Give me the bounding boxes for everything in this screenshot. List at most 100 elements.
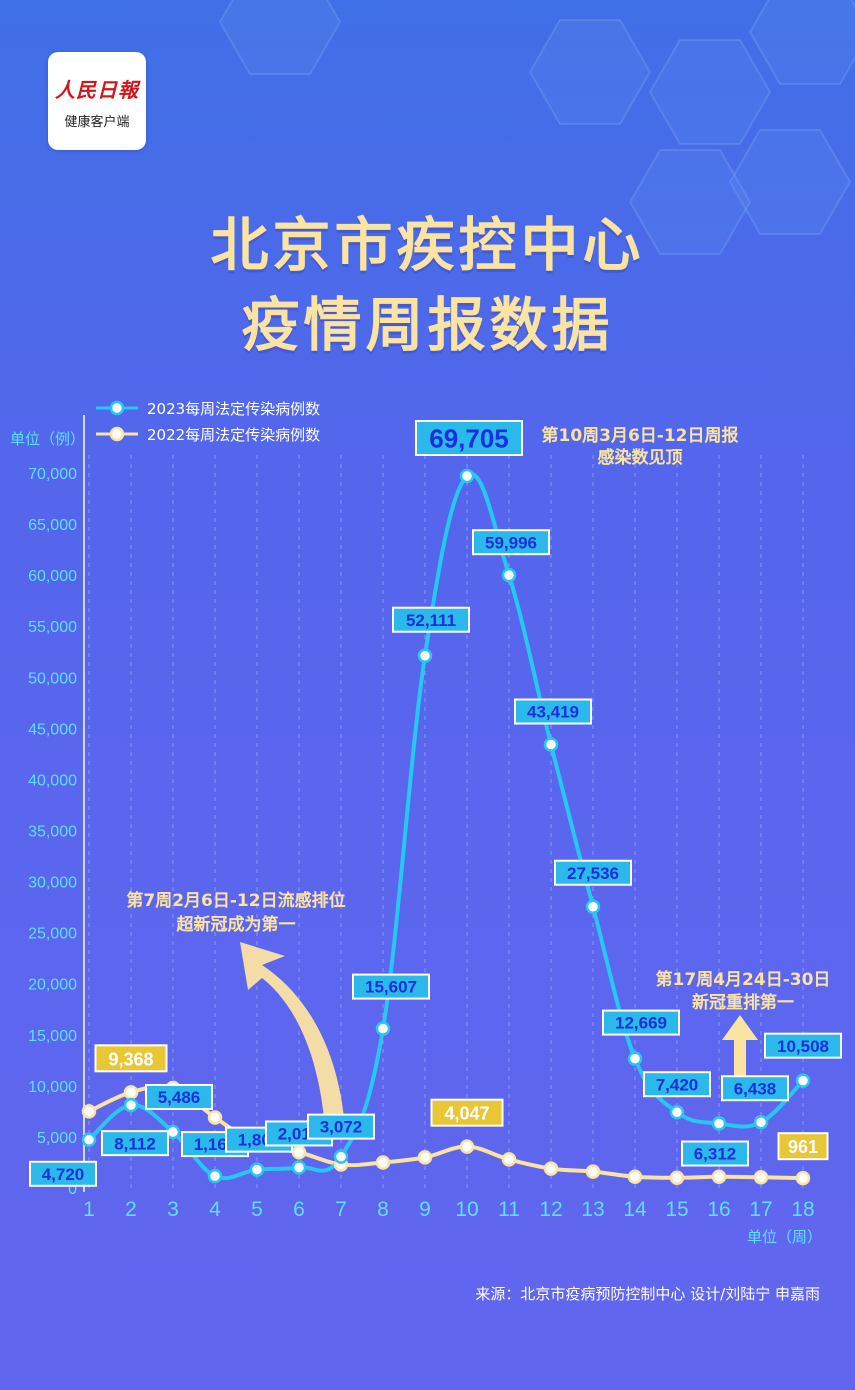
y-tick-label: 65,000	[28, 517, 77, 534]
series-2022-point	[417, 1150, 433, 1165]
series-2023-point	[501, 567, 517, 583]
series-2023-point	[123, 1097, 139, 1113]
x-tick-label-week-15: 15	[665, 1198, 688, 1221]
series-2023-data-label: 10,508	[777, 1037, 829, 1056]
series-2023-label-box	[514, 698, 592, 725]
legend-2022-marker	[109, 426, 125, 442]
series-2023-label-box	[472, 529, 550, 556]
series-2022-label-box	[94, 1044, 168, 1073]
x-tick-label-week-1: 1	[83, 1198, 95, 1221]
chart-annotation: 新冠重排第一	[692, 992, 794, 1013]
y-tick-label: 0	[68, 1181, 77, 1198]
series-2023-data-label: 27,536	[567, 864, 619, 883]
series-2023-data-label: 7,420	[656, 1075, 699, 1094]
series-2023-label-box	[392, 606, 470, 633]
y-tick-label: 60,000	[28, 568, 77, 585]
y-tick-label: 55,000	[28, 619, 77, 636]
x-axis-unit-label: 单位（周）	[747, 1228, 822, 1246]
source-credit: 来源：北京市疫病预防控制中心 设计/刘陆宁 申嘉雨	[475, 1285, 820, 1303]
series-2023-point	[543, 737, 559, 752]
legend-2023-label: 2023每周法定传染病例数	[147, 400, 320, 418]
arrow-week7-annotation	[240, 942, 345, 1128]
page-title-line2: 疫情周报数据	[241, 291, 614, 359]
series-2022-point	[585, 1164, 601, 1179]
y-tick-label: 45,000	[28, 721, 77, 738]
series-2023-data-label: 12,669	[615, 1014, 667, 1033]
logo-brand-text: 人民日報	[55, 78, 139, 102]
series-2022-point	[543, 1161, 559, 1176]
series-2023-point	[333, 1149, 349, 1164]
x-tick-label-week-7: 7	[335, 1198, 347, 1221]
series-2023-label-box	[681, 1140, 749, 1167]
chart-annotation: 第7周2月6日-12日流感排位	[126, 890, 345, 911]
series-2023-label-box	[145, 1083, 213, 1110]
series-2023-data-label: 6,312	[694, 1145, 737, 1164]
series-2023-label-box	[602, 1009, 680, 1036]
series-2023-label-box	[764, 1032, 842, 1059]
series-2022-data-label: 4,047	[444, 1104, 489, 1124]
series-2023-point	[291, 1160, 307, 1175]
weekly-cases-line-chart: 05,00010,00015,00020,00025,00030,00035,0…	[10, 400, 842, 1246]
series-2023-point	[459, 468, 475, 484]
series-2023-label-box	[643, 1071, 711, 1098]
series-2022-point	[459, 1139, 475, 1154]
logo-sub-text: 健康客户端	[64, 115, 130, 130]
chart-annotation: 超新冠成为第一	[177, 914, 296, 935]
series-2023-point	[207, 1168, 223, 1184]
series-2022-point	[795, 1170, 811, 1186]
x-tick-label-week-6: 6	[293, 1198, 305, 1221]
series-2023-point	[249, 1162, 265, 1177]
x-tick-label-week-17: 17	[749, 1198, 772, 1221]
people-daily-health-logo: 人民日報 健康客户端	[48, 52, 146, 150]
x-tick-label-week-13: 13	[581, 1198, 604, 1221]
series-2022-point	[123, 1085, 139, 1100]
series-2022-point	[207, 1110, 223, 1125]
x-tick-label-week-11: 11	[498, 1198, 520, 1221]
series-2023-point	[375, 1021, 391, 1036]
y-tick-label: 35,000	[28, 824, 77, 841]
x-tick-label-week-14: 14	[623, 1198, 647, 1221]
chart-annotation: 感染数见顶	[598, 447, 683, 468]
series-2022-point	[711, 1169, 727, 1185]
y-tick-label: 70,000	[28, 466, 77, 483]
legend-2022-label: 2022每周法定传染病例数	[147, 426, 320, 444]
y-tick-label: 15,000	[28, 1028, 77, 1045]
series-2023-data-label: 69,705	[429, 423, 509, 453]
series-2023-data-label: 8,112	[114, 1134, 156, 1153]
y-tick-label: 5,000	[37, 1130, 77, 1147]
x-tick-label-week-4: 4	[209, 1198, 221, 1221]
series-2023-point	[753, 1114, 769, 1130]
series-2022-point	[753, 1170, 769, 1185]
y-tick-label: 10,000	[28, 1079, 77, 1096]
series-2023-data-label: 6,438	[734, 1079, 777, 1098]
x-tick-label-week-5: 5	[251, 1198, 263, 1221]
series-2023-point	[627, 1051, 643, 1066]
series-2023-point	[585, 899, 601, 914]
y-tick-label: 25,000	[28, 926, 77, 943]
x-tick-label-week-12: 12	[539, 1198, 562, 1221]
series-2023-label-box	[554, 859, 632, 886]
x-tick-label-week-10: 10	[455, 1198, 478, 1221]
series-2023-data-label: 43,419	[527, 703, 579, 722]
series-2023-point	[417, 648, 433, 663]
y-axis-unit-label: 单位（例）	[10, 430, 85, 448]
series-2022-data-label: 9,368	[108, 1049, 153, 1069]
series-2023-label-box	[307, 1113, 375, 1140]
arrow-week17-annotation	[722, 1015, 758, 1085]
series-2023-point	[81, 1132, 97, 1148]
series-2023-label-box	[721, 1075, 789, 1102]
series-2023-point	[669, 1104, 685, 1120]
chart-annotation: 第17周4月24日-30日	[656, 969, 831, 990]
series-2022-point	[375, 1155, 391, 1170]
series-2023-data-label: 5,486	[158, 1088, 201, 1107]
series-2022-point	[291, 1145, 307, 1160]
x-tick-label-week-8: 8	[377, 1198, 389, 1221]
series-2022-point	[669, 1170, 685, 1186]
page-title-line1: 北京市疾控中心	[210, 211, 645, 279]
series-2023-point	[795, 1073, 811, 1088]
x-tick-label-week-3: 3	[167, 1198, 179, 1221]
series-2023-data-label: 15,607	[365, 978, 417, 997]
series-2023-label-box	[352, 973, 430, 1000]
series-2022-data-label: 961	[788, 1137, 818, 1157]
series-2022-label-box	[430, 1098, 504, 1127]
